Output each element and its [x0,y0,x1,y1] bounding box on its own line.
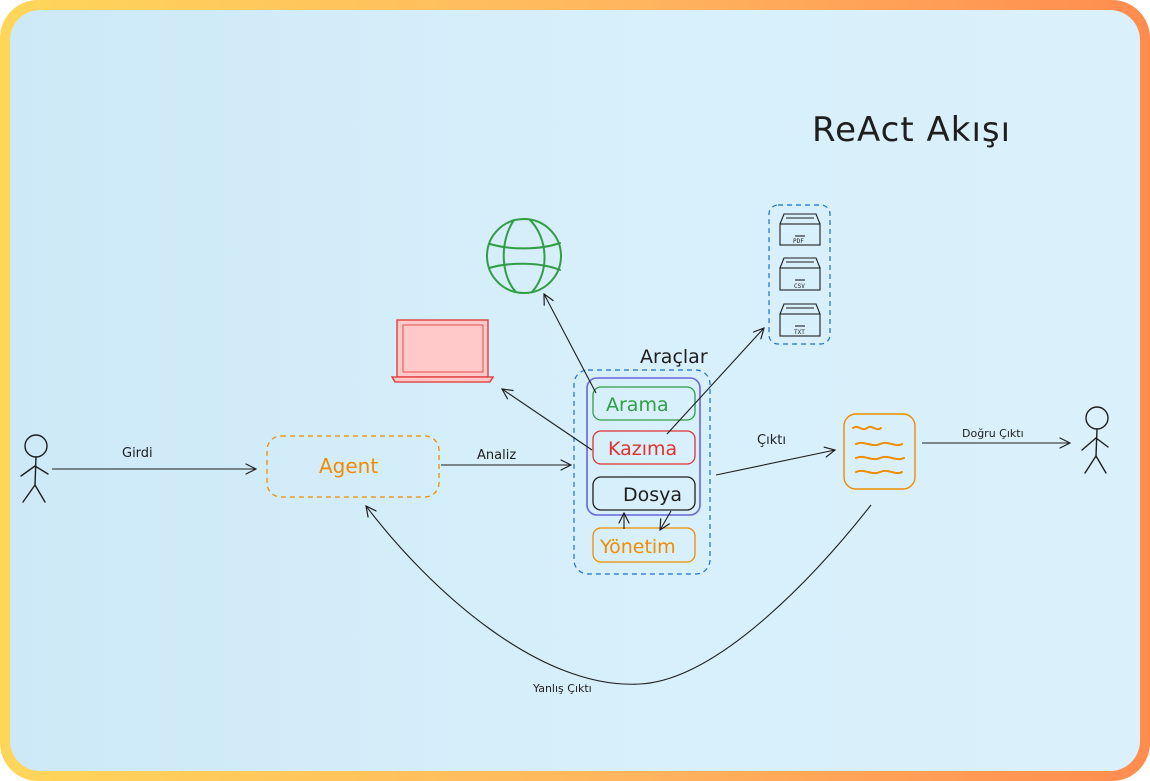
wrong-output-label: Yanlış Çıktı [532,682,592,695]
agent-node-border [266,435,440,498]
laptop-icon [390,319,495,383]
input-label: Girdi [122,446,153,461]
output-label: Çıktı [757,433,786,448]
tool-dosya-box [592,476,696,511]
output-arrow [715,450,835,476]
globe-icon [486,218,562,294]
tools-group-border [573,369,711,575]
diagram-canvas: ReAct Akışı Girdi [10,10,1140,771]
file-storage-group [768,204,831,345]
file-drawer-icon [779,257,821,291]
tool-yonetim-label: Yönetim [599,536,676,558]
tool-kazima-box [592,430,696,465]
tool-kazima-label: Kazıma [608,438,677,460]
tools-group-title: Araçlar [640,346,708,368]
file-type-pdf: PDF [793,238,804,245]
file-type-txt: TXT [794,329,805,336]
user-icon [1081,406,1109,474]
tool-dosya-label: Dosya [623,484,682,506]
file-type-csv: CSV [794,283,805,290]
dosya-to-yonetim-arrow [660,510,672,530]
document-icon [843,413,916,490]
agent-node-label: Agent [319,454,378,478]
document-lines [852,425,905,475]
analyze-label: Analiz [477,448,516,463]
correct-output-label: Doğru Çıktı [962,427,1024,440]
kazima-to-laptop-arrow [502,389,593,451]
tool-yonetim-box [592,527,696,563]
wrong-output-arrow [366,504,872,685]
user-icon [20,434,49,503]
dosya-to-files-arrow [666,328,764,435]
arama-to-globe-arrow [544,294,597,394]
tool-arama-label: Arama [606,394,669,416]
flow-diagram: ReAct Akışı Girdi [20,110,1109,695]
file-drawer-icon [779,303,821,337]
diagram-title: ReAct Akışı [812,110,1011,150]
file-drawer-icon [779,213,821,246]
